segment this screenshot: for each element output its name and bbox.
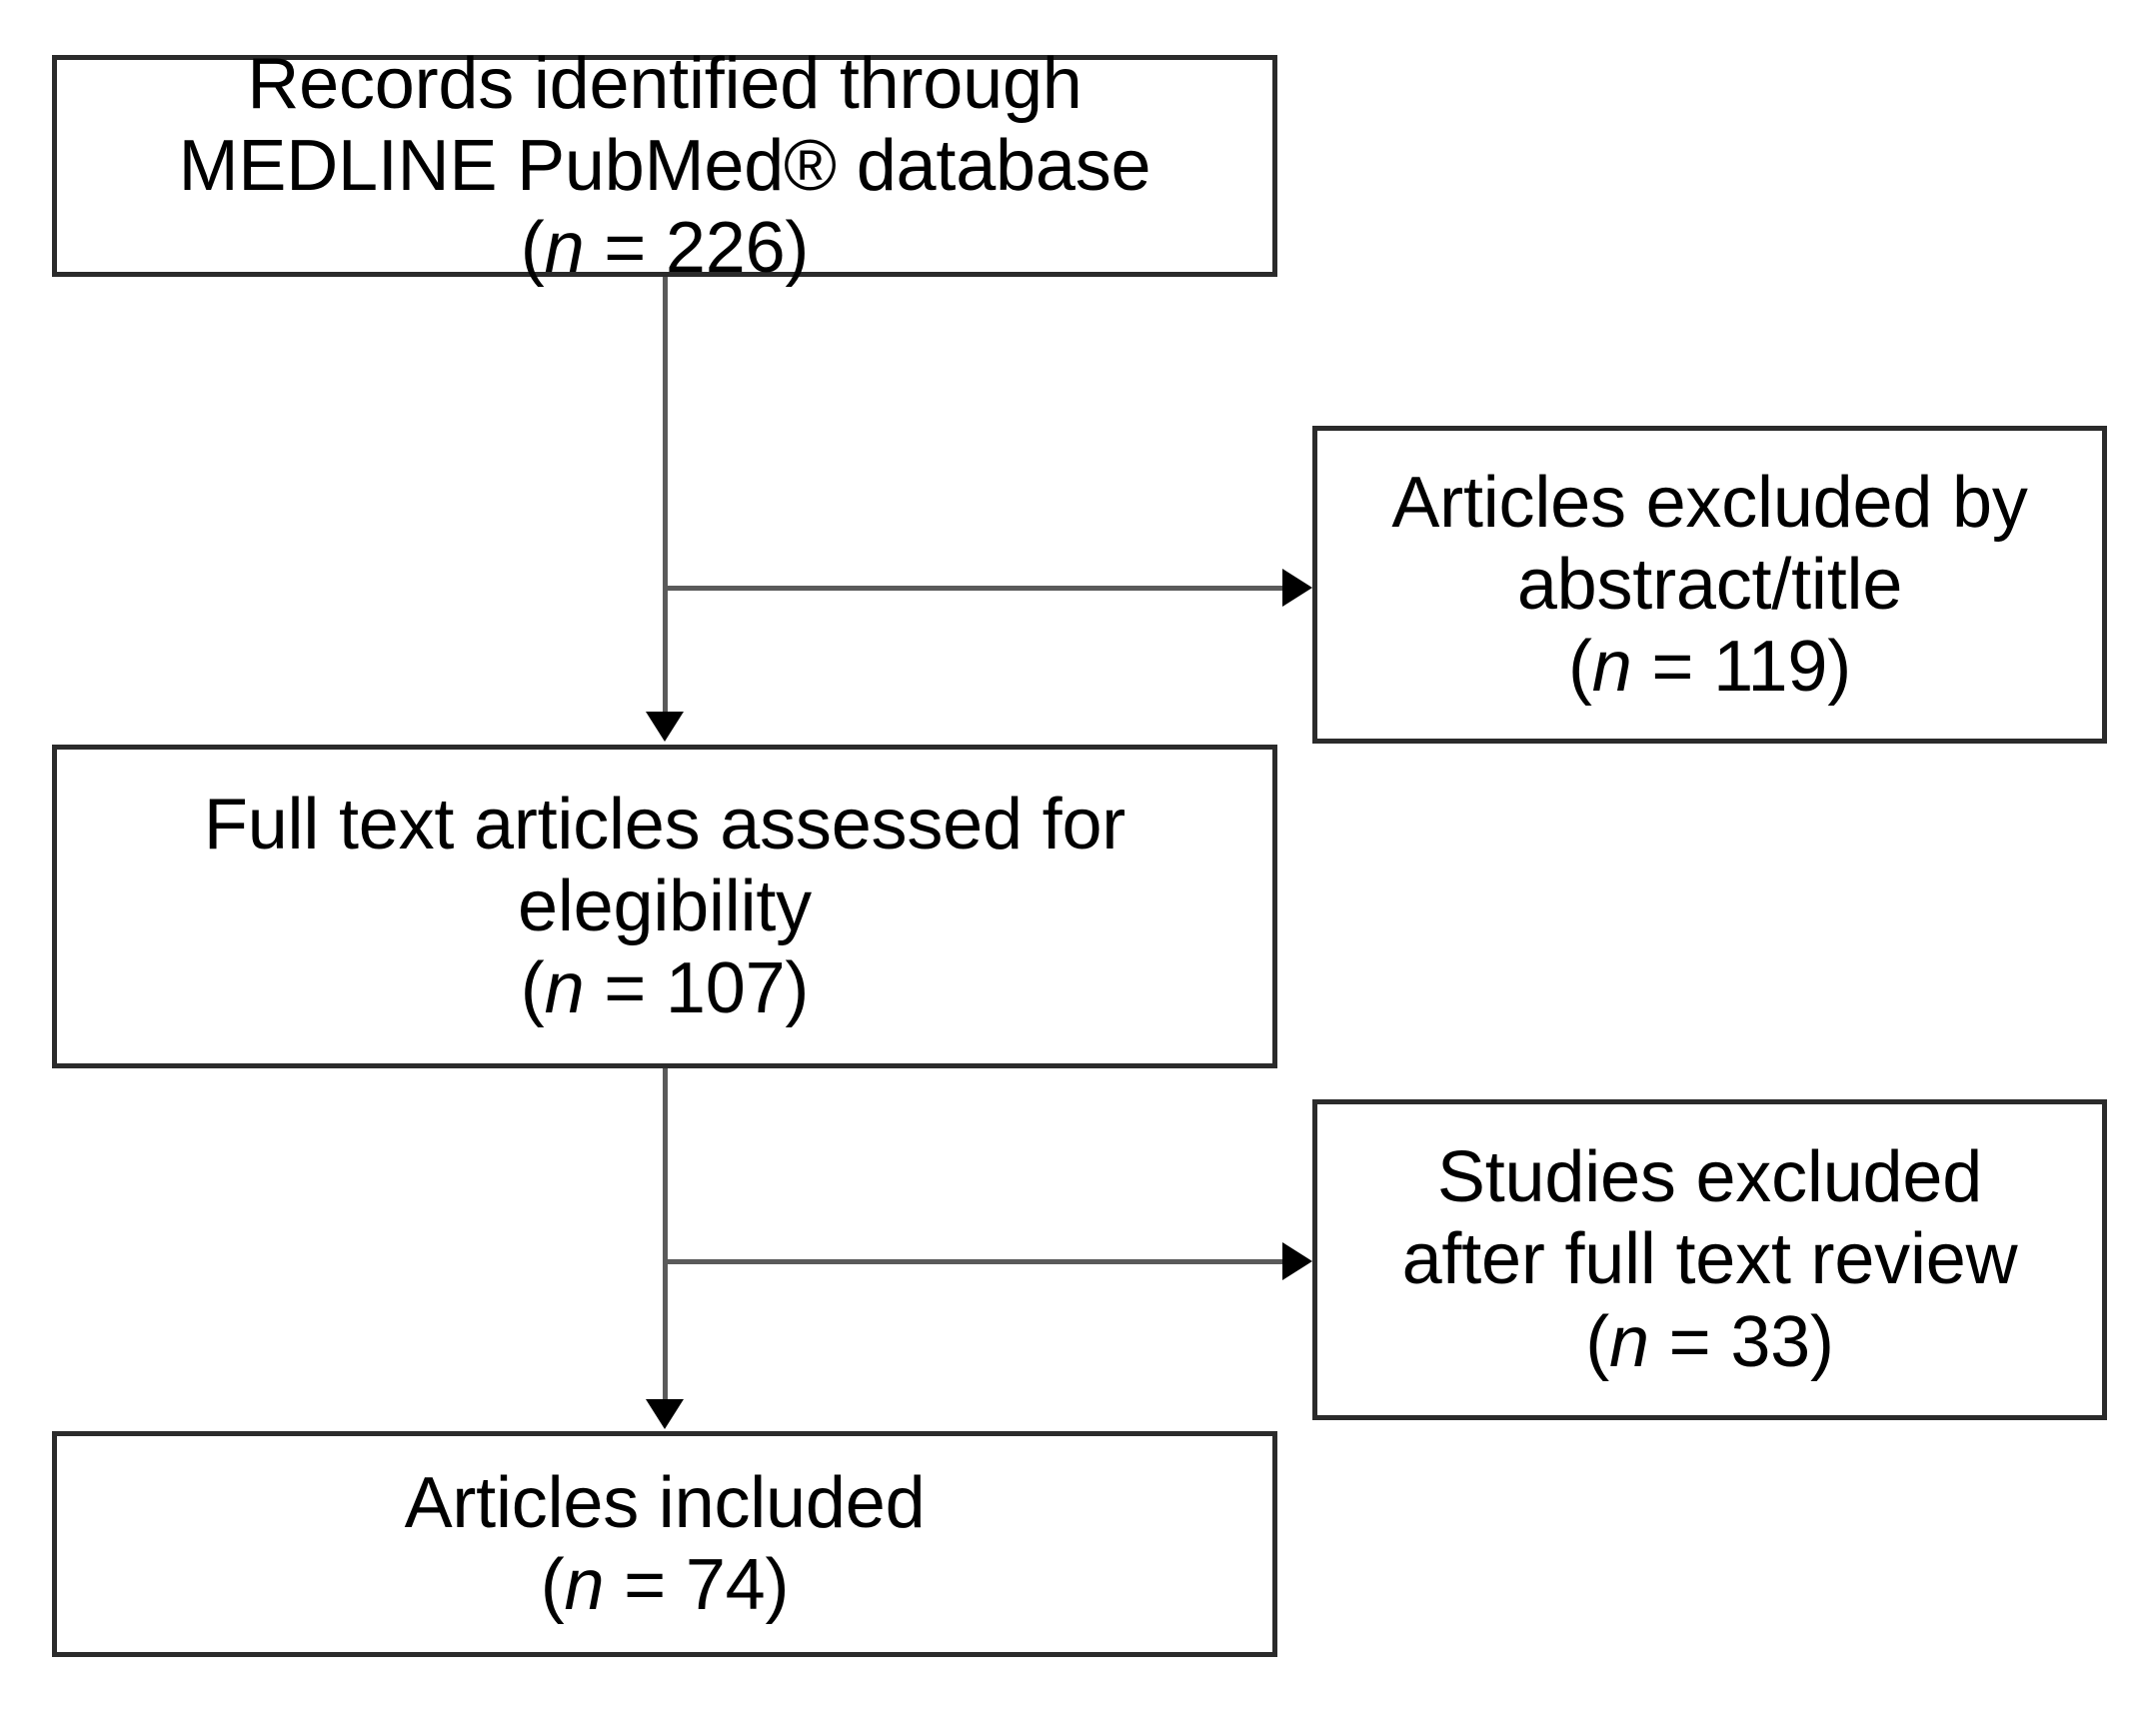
box-studies-excluded-full-text: Studies excluded after full text review … bbox=[1312, 1099, 2107, 1420]
box-articles-excluded-abstract-title-line-2: abstract/title bbox=[1516, 544, 1903, 625]
count-value: 74 bbox=[685, 1545, 766, 1625]
count-value: 119 bbox=[1713, 627, 1828, 708]
box-articles-included-line-1: Articles included bbox=[404, 1462, 926, 1543]
connector-fulltext-to-excluded-fulltext bbox=[665, 1259, 1284, 1264]
box-full-text-assessed-line-2: elegibility bbox=[518, 865, 812, 946]
box-full-text-assessed-count: (n = 107) bbox=[520, 948, 810, 1029]
box-articles-included: Articles included (n = 74) bbox=[52, 1431, 1277, 1657]
box-full-text-assessed: Full text articles assessed for elegibil… bbox=[52, 745, 1277, 1068]
box-records-identified-line-2: MEDLINE PubMed® database bbox=[178, 125, 1151, 206]
box-studies-excluded-full-text-line-2: after full text review bbox=[1401, 1219, 2018, 1300]
n-symbol: n bbox=[564, 1545, 605, 1625]
box-articles-excluded-abstract-title-count: (n = 119) bbox=[1567, 627, 1852, 708]
n-symbol: n bbox=[544, 948, 585, 1029]
connector-fulltext-to-included bbox=[663, 1068, 668, 1403]
box-studies-excluded-full-text-count: (n = 33) bbox=[1585, 1301, 1834, 1382]
count-value: 226 bbox=[665, 208, 786, 289]
box-full-text-assessed-line-1: Full text articles assessed for bbox=[203, 784, 1126, 864]
arrow-down-icon-records-to-fulltext bbox=[646, 712, 684, 742]
connector-records-to-excluded-abstract bbox=[665, 586, 1284, 591]
n-symbol: n bbox=[1609, 1301, 1649, 1382]
arrow-right-icon-records-to-excluded-abstract bbox=[1282, 569, 1312, 607]
box-records-identified-count: (n = 226) bbox=[520, 208, 810, 289]
n-symbol: n bbox=[544, 208, 585, 289]
box-studies-excluded-full-text-line-1: Studies excluded bbox=[1436, 1137, 1983, 1218]
arrow-right-icon-fulltext-to-excluded-fulltext bbox=[1282, 1242, 1312, 1280]
count-value: 107 bbox=[665, 948, 786, 1029]
box-records-identified-line-1: Records identified through bbox=[247, 43, 1082, 124]
count-value: 33 bbox=[1730, 1301, 1810, 1382]
box-articles-excluded-abstract-title: Articles excluded by abstract/title (n =… bbox=[1312, 426, 2107, 744]
box-articles-included-count: (n = 74) bbox=[540, 1545, 790, 1625]
box-articles-excluded-abstract-title-line-1: Articles excluded by bbox=[1391, 462, 2028, 543]
box-records-identified: Records identified through MEDLINE PubMe… bbox=[52, 44, 1277, 288]
arrow-down-icon-fulltext-to-included bbox=[646, 1399, 684, 1429]
connector-records-to-fulltext bbox=[663, 277, 668, 714]
n-symbol: n bbox=[1591, 627, 1632, 708]
